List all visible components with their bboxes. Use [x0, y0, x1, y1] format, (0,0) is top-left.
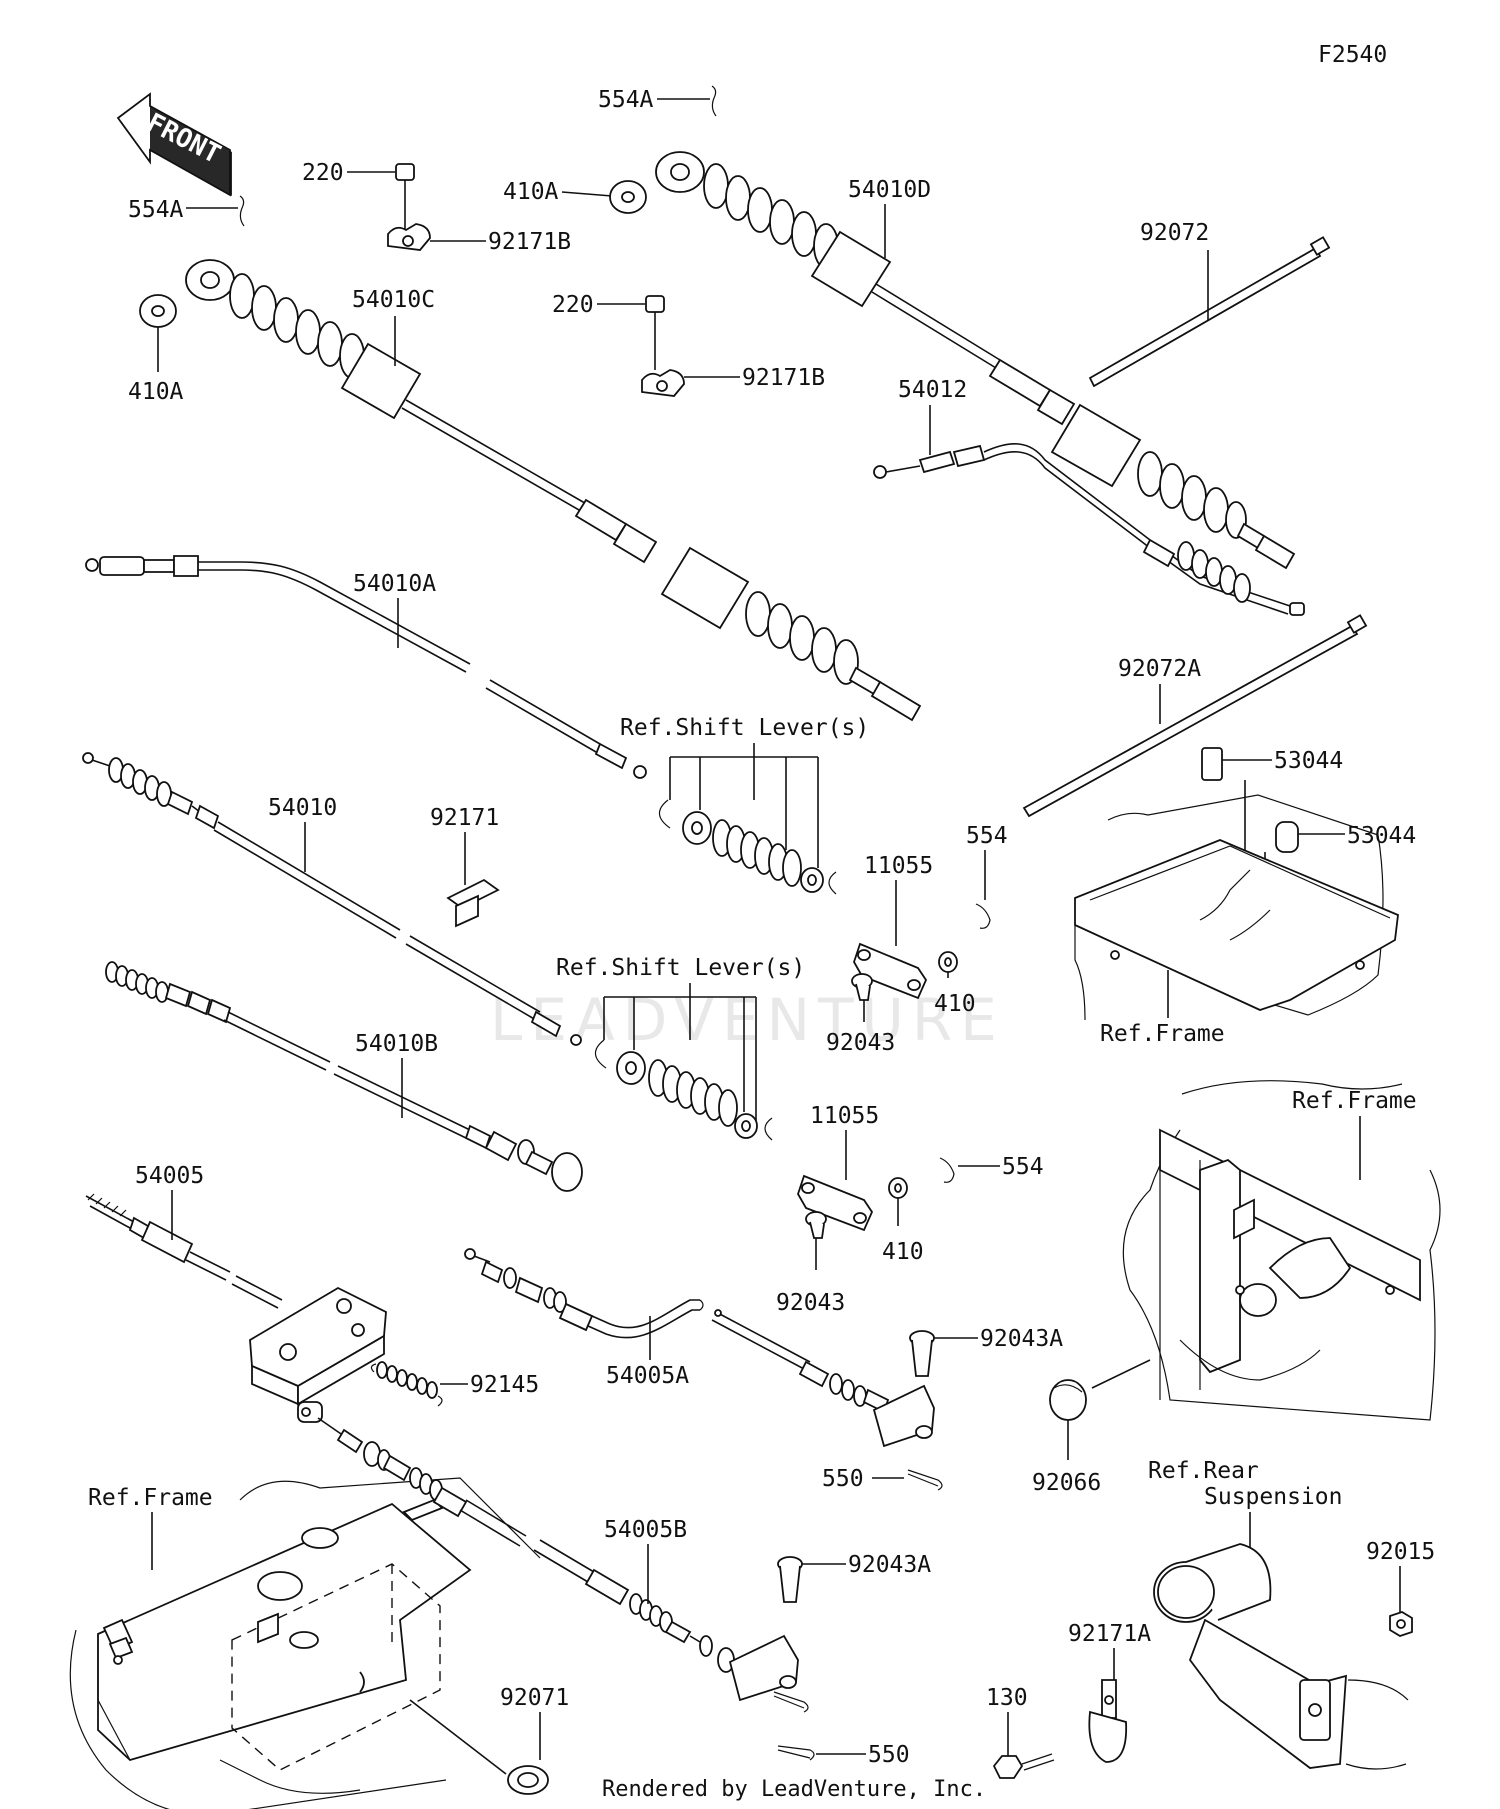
part-54010B-cable: 54010B: [105, 961, 583, 1192]
part-410A-left: 410A: [128, 294, 184, 405]
part-410A-top: 410A: [503, 179, 647, 214]
label-54010B: 54010B: [355, 1031, 438, 1057]
part-92145-spring: 92145: [370, 1361, 539, 1407]
label-92171A: 92171A: [1068, 1621, 1151, 1647]
part-410-b: 410: [882, 1177, 924, 1265]
part-54010D-cable: 54010D: [655, 151, 1296, 570]
part-92066-cap: 92066: [1032, 1359, 1151, 1496]
label-ref-rear: Ref.Rear: [1148, 1458, 1259, 1484]
label-220-a: 220: [302, 160, 344, 186]
label-ref-frame-1: Ref.Frame: [1100, 1021, 1225, 1047]
part-550-a: 550: [822, 1466, 943, 1492]
part-92171B-b: 92171B: [641, 365, 825, 397]
part-554-b: 554: [939, 1154, 1044, 1183]
part-92071-grommet: 92071: [409, 1685, 569, 1795]
part-92072A-tie: 92072A: [1022, 614, 1368, 818]
label-92145: 92145: [470, 1372, 539, 1398]
part-92043A-a: 92043A: [909, 1326, 1063, 1377]
label-410A-top: 410A: [503, 179, 559, 205]
ref-frame-1-sketch: Ref.Frame: [1074, 794, 1399, 1047]
part-220-a: 220: [302, 160, 415, 240]
ref-frame-2-sketch: Ref.Frame: [1122, 1080, 1441, 1421]
part-410-a: 410: [934, 951, 976, 1017]
part-220-b: 220: [552, 292, 665, 370]
part-11055-a: 11055: [853, 853, 933, 1000]
shift-lever-group-2: Ref.Shift Lever(s): [556, 955, 805, 1141]
label-92171B-a: 92171B: [488, 229, 571, 255]
label-130: 130: [986, 1685, 1028, 1711]
part-554A-left: 554A: [128, 195, 245, 227]
ref-frame-3-sketch: Ref.Frame: [69, 1477, 541, 1809]
label-54005A: 54005A: [606, 1363, 689, 1389]
label-92171B-b: 92171B: [742, 365, 825, 391]
label-554A-left: 554A: [128, 197, 184, 223]
label-11055-a: 11055: [864, 853, 933, 879]
label-92066: 92066: [1032, 1470, 1101, 1496]
part-554-a: 554: [966, 823, 1008, 929]
label-92043-b: 92043: [776, 1290, 845, 1316]
part-53044-group: 53044 53044: [1201, 747, 1416, 900]
part-92072-tie: 92072: [1088, 220, 1331, 388]
label-554-b: 554: [1002, 1154, 1044, 1180]
label-53044-a: 53044: [1274, 748, 1343, 774]
label-410-b: 410: [882, 1239, 924, 1265]
part-54012-cable: 54012: [873, 377, 1305, 616]
ref-rear-suspension-sketch: Ref.Rear Suspension: [1148, 1458, 1409, 1770]
figure-id: F2540: [1318, 42, 1387, 68]
part-554A-top: 554A: [598, 85, 717, 117]
label-220-b: 220: [552, 292, 594, 318]
label-54010C: 54010C: [352, 287, 435, 313]
part-54005-cable: 54005: [85, 1163, 387, 1406]
part-92171A-clamp: 92171A: [1068, 1621, 1151, 1763]
part-54005A-cable: 54005A: [464, 1248, 935, 1448]
part-11055-b: 11055: [797, 1103, 879, 1232]
part-54005B-cable: 54005B: [297, 1401, 799, 1702]
label-ref-shift-lever-2: Ref.Shift Lever(s): [556, 955, 805, 981]
label-92071: 92071: [500, 1685, 569, 1711]
part-54010A-cable: 54010A: [85, 555, 647, 779]
label-92171: 92171: [430, 805, 499, 831]
label-550-b: 550: [868, 1742, 910, 1768]
label-54010: 54010: [268, 795, 337, 821]
label-550-a: 550: [822, 1466, 864, 1492]
part-92015-nut: 92015: [1366, 1539, 1435, 1637]
part-92043-a: 92043: [826, 973, 895, 1056]
label-92043A-a: 92043A: [980, 1326, 1063, 1352]
label-54010A: 54010A: [353, 571, 436, 597]
part-130-bolt: 130: [986, 1685, 1055, 1779]
label-ref-frame-2: Ref.Frame: [1292, 1088, 1417, 1114]
label-54005B: 54005B: [604, 1517, 687, 1543]
footer-credit: Rendered by LeadVenture, Inc.: [602, 1777, 986, 1802]
part-550-b: 550: [773, 1691, 910, 1768]
label-ref-rear-suspension: Suspension: [1204, 1484, 1342, 1510]
label-ref-frame-3: Ref.Frame: [88, 1485, 213, 1511]
label-54005: 54005: [135, 1163, 204, 1189]
label-92015: 92015: [1366, 1539, 1435, 1565]
label-92043A-b: 92043A: [848, 1552, 931, 1578]
label-92072A: 92072A: [1118, 656, 1201, 682]
front-arrow-icon: FRONT: [116, 92, 232, 197]
part-92171-clip: 92171: [430, 805, 500, 928]
label-11055-b: 11055: [810, 1103, 879, 1129]
label-92072: 92072: [1140, 220, 1209, 246]
part-92171B-a: 92171B: [387, 223, 571, 255]
label-92043-a: 92043: [826, 1030, 895, 1056]
part-92043A-b: 92043A: [777, 1552, 931, 1603]
part-54010C-cable: 54010C: [185, 259, 922, 722]
shift-lever-group-1: Ref.Shift Lever(s): [620, 715, 869, 895]
part-92043-b: 92043: [776, 1211, 845, 1316]
label-554-a: 554: [966, 823, 1008, 849]
label-54010D: 54010D: [848, 177, 931, 203]
label-410A-left: 410A: [128, 379, 184, 405]
label-554A-top: 554A: [598, 87, 654, 113]
label-54012: 54012: [898, 377, 967, 403]
label-410-a: 410: [934, 991, 976, 1017]
label-ref-shift-lever-1: Ref.Shift Lever(s): [620, 715, 869, 741]
label-53044-b: 53044: [1347, 823, 1416, 849]
part-54010-cable: 54010: [82, 752, 582, 1046]
